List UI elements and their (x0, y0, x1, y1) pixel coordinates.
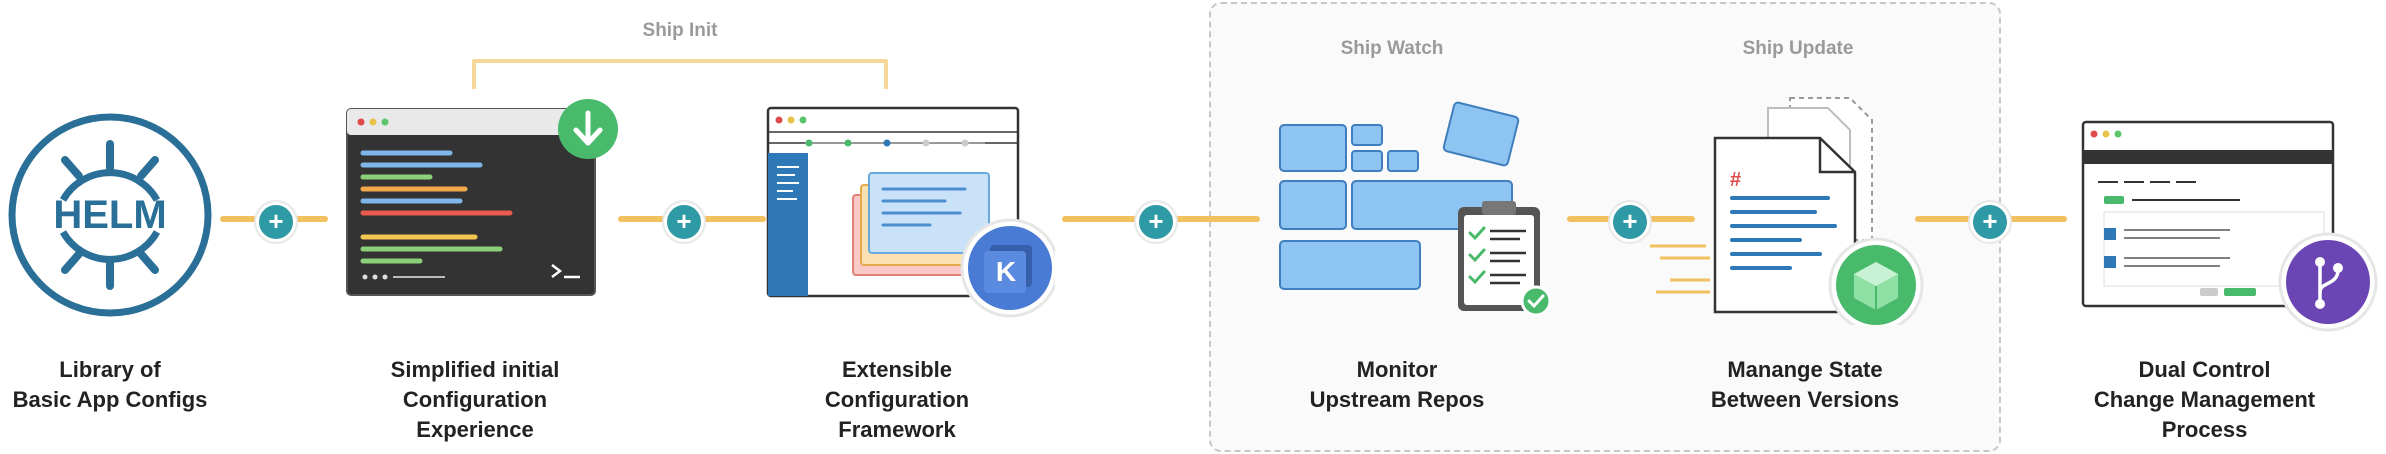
plus-node-2[interactable]: + (664, 202, 704, 242)
ship-watch-label: Ship Watch (1340, 38, 1444, 59)
plus-node-5[interactable]: + (1970, 202, 2010, 242)
plus-node-3[interactable]: + (1136, 202, 1176, 242)
svg-text:#: # (1730, 169, 1741, 191)
plus-node-4[interactable]: + (1610, 202, 1650, 242)
manage-state-illustration: # (1650, 97, 1924, 325)
stage-label-6: Dual Control Change Management Process (2093, 357, 2316, 442)
helm-logo-text: HELM (53, 193, 166, 237)
plus-node-1[interactable]: + (256, 202, 296, 242)
k-badge-icon: K (996, 256, 1016, 287)
monitor-repos-illustration (1279, 101, 1552, 317)
stage-label-5: Manange State Between Versions (1710, 357, 1900, 412)
stage-label-2: Simplified initial Configuration Experie… (390, 357, 560, 442)
ship-init-bracket (472, 59, 888, 89)
helm-logo: HELM (8, 113, 212, 317)
check-icon (1520, 285, 1552, 317)
change-management-illustration (2081, 120, 2378, 332)
ship-init-label: Ship Init (642, 20, 718, 41)
stage-label-1: Library of Basic App Configs (12, 357, 208, 412)
stage-label-3: Extensible Configuration Framework (824, 357, 970, 442)
download-icon (558, 99, 618, 159)
ship-update-label: Ship Update (1742, 38, 1854, 59)
framework-window-illustration: K (766, 106, 1055, 318)
stage-label-4: Monitor Upstream Repos (1309, 357, 1485, 412)
terminal-window-illustration (346, 108, 596, 296)
